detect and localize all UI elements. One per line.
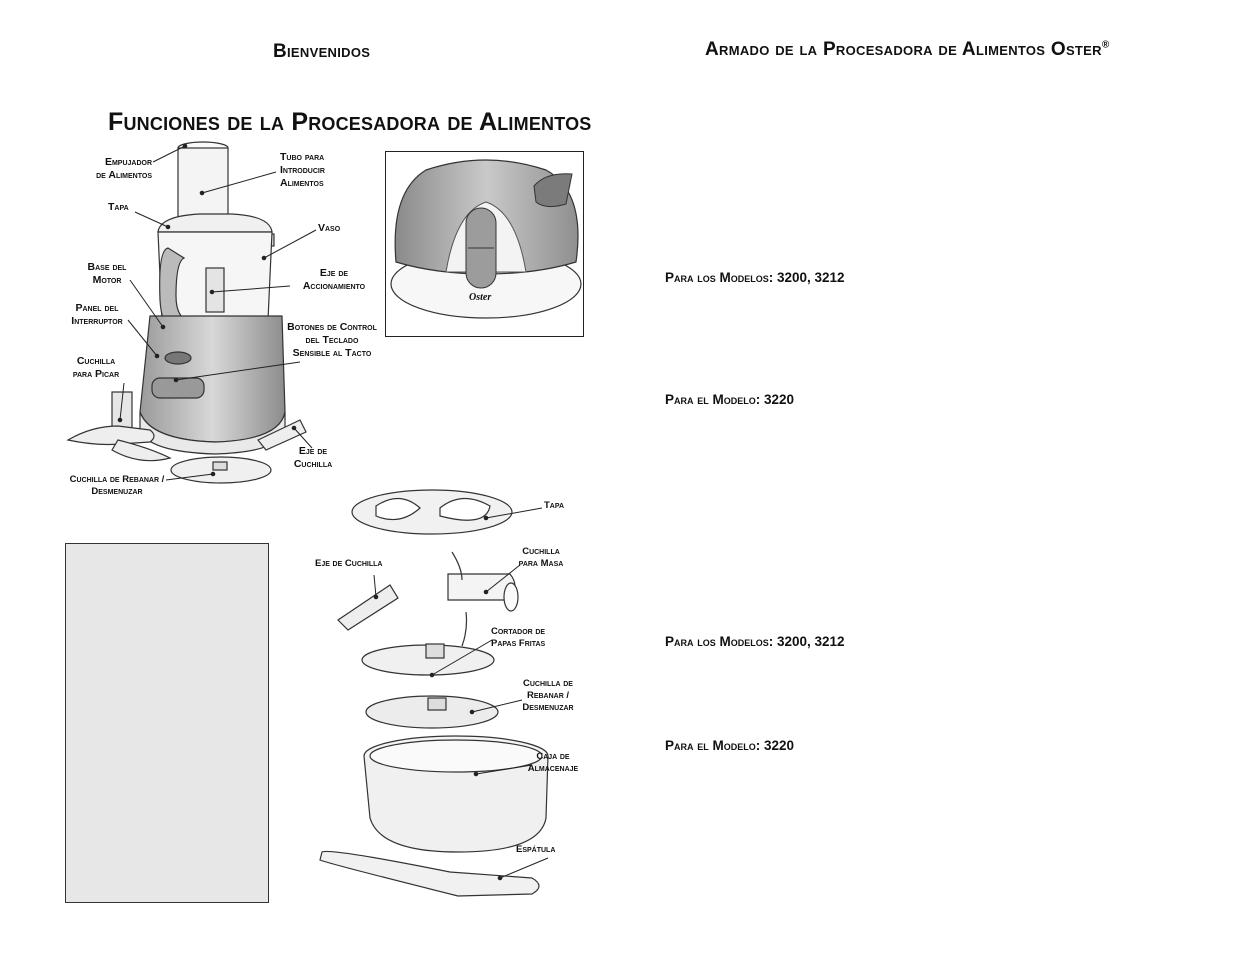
label-eje-cuchilla: Eje de Cuchilla (288, 445, 338, 471)
label-line: Almacenaje (527, 763, 579, 774)
label-line: Cortador de (491, 626, 546, 637)
label-base-motor: Base del Motor (80, 261, 134, 287)
food-processor-illustration (66, 141, 307, 484)
label-acc-tapa: Tapa (544, 500, 565, 511)
label-panel-interruptor: Panel del Interruptor (64, 302, 130, 328)
model-heading-4: Para el Modelo: 3220 (665, 738, 795, 753)
label-line: Cuchilla de Rebanar / (69, 474, 165, 485)
label-tubo: Tubo para Introducir Alimentos (280, 151, 325, 190)
label-line: Cuchilla de (523, 678, 573, 689)
label-line: Cuchilla (293, 458, 333, 470)
oster-logo: Oster (469, 292, 492, 303)
label-line: Eje de (319, 267, 349, 279)
model-heading-3: Para los Modelos: 3200, 3212 (665, 634, 845, 649)
label-line: Caja de (536, 751, 570, 762)
label-line: de Alimentos (96, 169, 152, 181)
inset-illustration (390, 159, 582, 319)
label-line: Rebanar / (526, 690, 570, 701)
accessories-illustration (319, 489, 549, 897)
section-title: Funciones de la Procesadora de Alimentos (108, 108, 592, 136)
label-line: Papas Fritas (491, 638, 546, 649)
label-line: para Masa (518, 558, 564, 569)
accessory-leader-lines (373, 507, 549, 881)
label-line: del Teclado (305, 334, 359, 346)
label-line: para Picar (72, 368, 120, 380)
header-bienvenidos: Bienvenidos (273, 41, 371, 62)
header-armado: Armado de la Procesadora de Alimentos Os… (705, 39, 1109, 61)
label-acc-cuchilla-masa: Cuchilla para Masa (514, 546, 568, 570)
model-heading-1: Para los Modelos: 3200, 3212 (665, 270, 845, 285)
label-line: Cuchilla (522, 546, 560, 557)
label-line: Desmenuzar (522, 702, 574, 713)
control-panel-inset: Oster (385, 151, 584, 337)
label-botones: Botones de Control del Teclado Sensible … (280, 321, 384, 360)
label-tapa: Tapa (108, 201, 129, 213)
label-line: Base del (87, 261, 127, 273)
model-heading-2: Para el Modelo: 3220 (665, 392, 795, 407)
registered-mark: ® (1101, 39, 1110, 51)
label-line: Sensible al Tacto (292, 347, 372, 359)
label-line: Alimentos (280, 177, 324, 189)
label-line: Botones de Control (287, 321, 377, 333)
leader-lines (117, 143, 317, 481)
label-line: Desmenuzar (91, 486, 143, 497)
label-line: Tubo para (280, 151, 325, 163)
header-armado-text: Armado de la Procesadora de Alimentos Os… (705, 39, 1102, 60)
label-vaso: Vaso (318, 222, 341, 234)
label-line: Eje de (298, 445, 328, 457)
label-acc-cortador-papas: Cortador de Papas Fritas (491, 626, 545, 650)
label-acc-eje-cuchilla: Eje de Cuchilla (315, 558, 383, 569)
label-empujador: Empujador de Alimentos (72, 156, 152, 182)
label-acc-caja: Caja de Almacenaje (526, 751, 580, 775)
label-cuchilla-rebanar: Cuchilla de Rebanar / Desmenuzar (68, 474, 166, 498)
label-eje-accionamiento: Eje de Accionamiento (292, 267, 376, 293)
label-cuchilla-picar: Cuchilla para Picar (66, 355, 126, 381)
label-acc-cuchilla-rebanar: Cuchilla de Rebanar / Desmenuzar (518, 678, 578, 714)
label-line: Accionamiento (302, 280, 366, 292)
label-acc-espatula: Espátula (516, 844, 556, 855)
gray-info-box (65, 543, 269, 903)
label-line: Introducir (280, 164, 325, 176)
label-line: Interruptor (71, 315, 123, 327)
label-line: Panel del (75, 302, 119, 314)
label-line: Motor (92, 274, 122, 286)
label-line: Cuchilla (76, 355, 116, 367)
label-line: Empujador (104, 156, 152, 168)
